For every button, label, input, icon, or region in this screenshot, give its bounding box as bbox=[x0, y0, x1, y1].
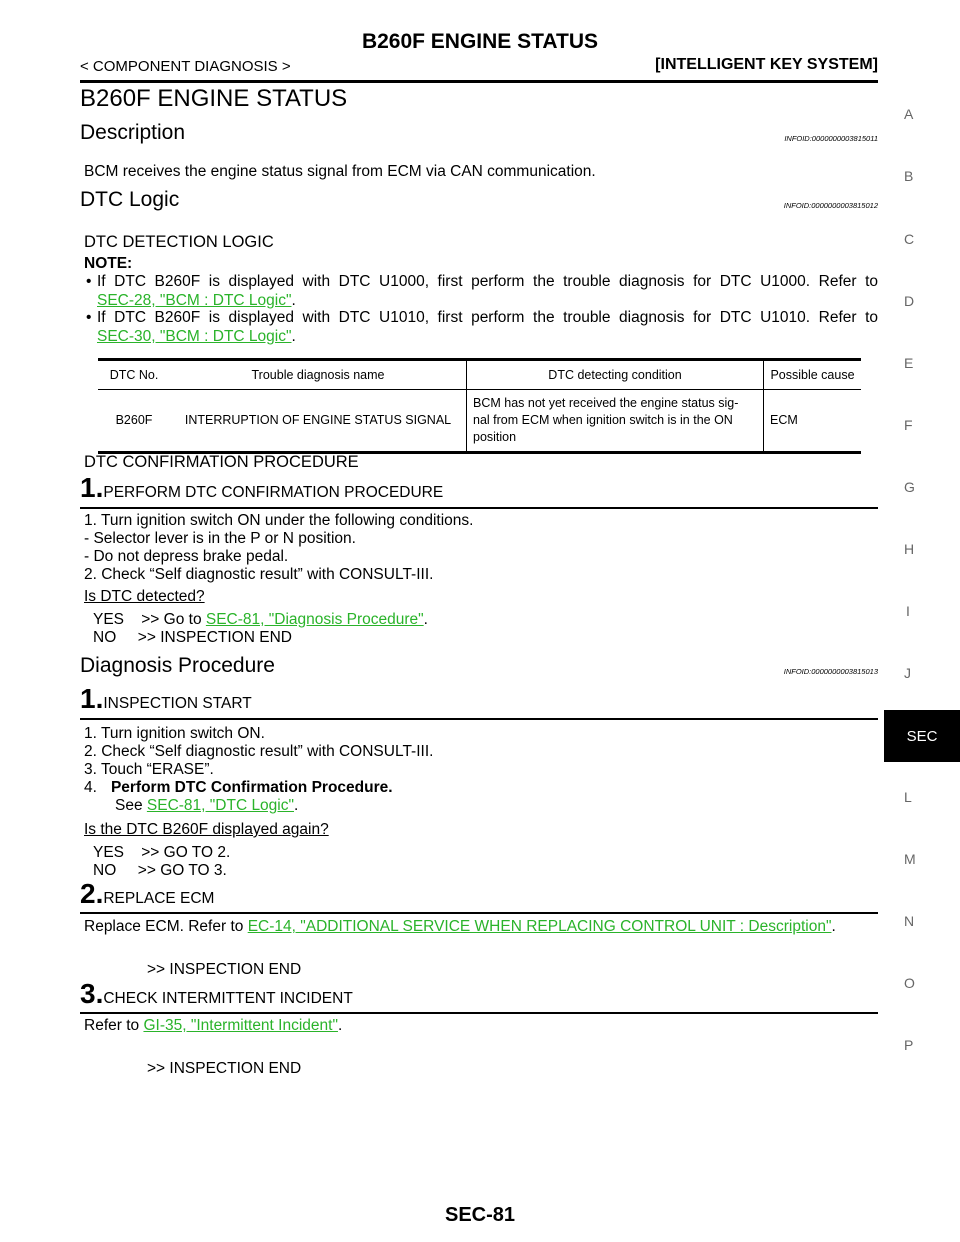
side-index-j[interactable]: J bbox=[904, 665, 911, 681]
col-dtc-no: DTC No. bbox=[98, 358, 170, 390]
intermittent-incident-link[interactable]: GI-35, "Intermittent Incident" bbox=[143, 1017, 338, 1034]
note2-bullet: • bbox=[86, 309, 92, 326]
step1-line-4: 4.Perform DTC Confirmation Procedure. bbox=[84, 779, 393, 796]
note2-ref: SEC-30, "BCM : DTC Logic". bbox=[97, 328, 296, 345]
dtc-logic-infoid: INFOID:0000000003815012 bbox=[783, 201, 878, 210]
side-index-a[interactable]: A bbox=[904, 106, 914, 122]
page-number: SEC-81 bbox=[444, 1204, 516, 1226]
cell-diagnosis-name: INTERRUPTION OF ENGINE STATUS SIGNAL bbox=[170, 389, 467, 454]
main-title: B260F ENGINE STATUS bbox=[80, 85, 348, 112]
side-index-d[interactable]: D bbox=[904, 293, 915, 309]
step1-line-2: 2. Check “Self diagnostic result” with C… bbox=[84, 743, 434, 760]
side-index-o[interactable]: O bbox=[904, 975, 915, 991]
step1-line-1: 1. Turn ignition switch ON. bbox=[84, 725, 265, 742]
note-label: NOTE: bbox=[84, 255, 133, 272]
step1-yes: YES >> GO TO 2. bbox=[93, 844, 231, 861]
diagnosis-step-3: 3.CHECK INTERMITTENT INCIDENT bbox=[80, 978, 353, 1009]
step2-end: >> INSPECTION END bbox=[147, 961, 302, 978]
confirmation-line-1: 1. Turn ignition switch ON under the fol… bbox=[84, 512, 474, 529]
side-index-b[interactable]: B bbox=[904, 168, 914, 184]
side-index-i[interactable]: I bbox=[906, 603, 910, 619]
note1-text: If DTC B260F is displayed with DTC U1000… bbox=[97, 273, 878, 290]
step-rule bbox=[80, 912, 878, 914]
confirmation-line-2: - Selector lever is in the P or N positi… bbox=[84, 530, 356, 547]
side-index-sec-tab[interactable]: SEC bbox=[884, 710, 960, 762]
header-system-label: [INTELLIGENT KEY SYSTEM] bbox=[655, 56, 878, 73]
cell-detecting-condition: BCM has not yet received the engine stat… bbox=[466, 389, 764, 454]
step-rule bbox=[80, 718, 878, 720]
confirmation-step-1: 1.PERFORM DTC CONFIRMATION PROCEDURE bbox=[80, 472, 444, 503]
note1-ref: SEC-28, "BCM : DTC Logic". bbox=[97, 292, 296, 309]
diagnosis-heading: Diagnosis Procedure bbox=[80, 654, 275, 677]
cell-possible-cause: ECM bbox=[763, 389, 861, 454]
description-infoid: INFOID:0000000003815011 bbox=[784, 134, 878, 143]
step1-see: See SEC-81, "DTC Logic". bbox=[115, 797, 299, 814]
description-heading: Description bbox=[80, 121, 186, 144]
note1-link[interactable]: SEC-28, "BCM : DTC Logic" bbox=[97, 292, 292, 309]
step-rule bbox=[80, 507, 878, 509]
table-header-row: DTC No. Trouble diagnosis name DTC detec… bbox=[98, 358, 861, 390]
dtc-logic-link[interactable]: SEC-81, "DTC Logic" bbox=[146, 797, 294, 814]
diagnosis-step-2: 2.REPLACE ECM bbox=[80, 878, 215, 909]
step1-no: NO >> GO TO 3. bbox=[93, 862, 227, 879]
confirmation-yes: YES >> Go to SEC-81, "Diagnosis Procedur… bbox=[93, 611, 428, 628]
step1-question: Is the DTC B260F displayed again? bbox=[84, 821, 329, 838]
header-rule bbox=[80, 80, 878, 83]
note2-text: If DTC B260F is displayed with DTC U1010… bbox=[97, 309, 878, 326]
side-index-n[interactable]: N bbox=[904, 913, 915, 929]
col-possible-cause: Possible cause bbox=[763, 358, 861, 390]
col-detecting-condition: DTC detecting condition bbox=[466, 358, 764, 390]
dtc-detection-caption: DTC DETECTION LOGIC bbox=[84, 233, 274, 251]
header-section-label: < COMPONENT DIAGNOSIS > bbox=[80, 58, 291, 75]
step3-end: >> INSPECTION END bbox=[147, 1060, 302, 1077]
confirmation-line-4: 2. Check “Self diagnostic result” with C… bbox=[84, 566, 434, 583]
dtc-logic-heading: DTC Logic bbox=[80, 188, 180, 211]
side-index-l[interactable]: L bbox=[904, 789, 912, 805]
step3-text: Refer to GI-35, "Intermittent Incident". bbox=[84, 1017, 343, 1034]
confirmation-question: Is DTC detected? bbox=[84, 588, 205, 605]
description-text: BCM receives the engine status signal fr… bbox=[84, 163, 596, 180]
side-index-g[interactable]: G bbox=[904, 479, 915, 495]
side-index-f[interactable]: F bbox=[904, 417, 913, 433]
cell-dtc-no: B260F bbox=[98, 389, 170, 454]
step1-line-3: 3. Touch “ERASE”. bbox=[84, 761, 214, 778]
side-index-p[interactable]: P bbox=[904, 1037, 914, 1053]
dtc-table: DTC No. Trouble diagnosis name DTC detec… bbox=[98, 358, 861, 454]
col-diagnosis-name: Trouble diagnosis name bbox=[170, 358, 467, 390]
confirmation-caption: DTC CONFIRMATION PROCEDURE bbox=[84, 453, 359, 471]
note1-bullet: • bbox=[86, 273, 92, 290]
table-row: B260F INTERRUPTION OF ENGINE STATUS SIGN… bbox=[98, 389, 861, 454]
diagnosis-procedure-link[interactable]: SEC-81, "Diagnosis Procedure" bbox=[205, 611, 424, 628]
confirmation-no: NO >> INSPECTION END bbox=[93, 629, 292, 646]
step-rule bbox=[80, 1012, 878, 1014]
confirmation-line-3: - Do not depress brake pedal. bbox=[84, 548, 289, 565]
side-index-e[interactable]: E bbox=[904, 355, 914, 371]
note2-link[interactable]: SEC-30, "BCM : DTC Logic" bbox=[97, 328, 292, 345]
ecm-replacement-link[interactable]: EC-14, "ADDITIONAL SERVICE WHEN REPLACIN… bbox=[247, 918, 832, 935]
diagnosis-infoid: INFOID:0000000003815013 bbox=[783, 667, 878, 676]
side-index-h[interactable]: H bbox=[904, 541, 915, 557]
step2-text: Replace ECM. Refer to EC-14, "ADDITIONAL… bbox=[84, 918, 836, 935]
running-title: B260F ENGINE STATUS bbox=[361, 30, 599, 53]
side-index-c[interactable]: C bbox=[904, 231, 915, 247]
side-index-m[interactable]: M bbox=[904, 851, 916, 867]
diagnosis-step-1: 1.INSPECTION START bbox=[80, 683, 252, 714]
